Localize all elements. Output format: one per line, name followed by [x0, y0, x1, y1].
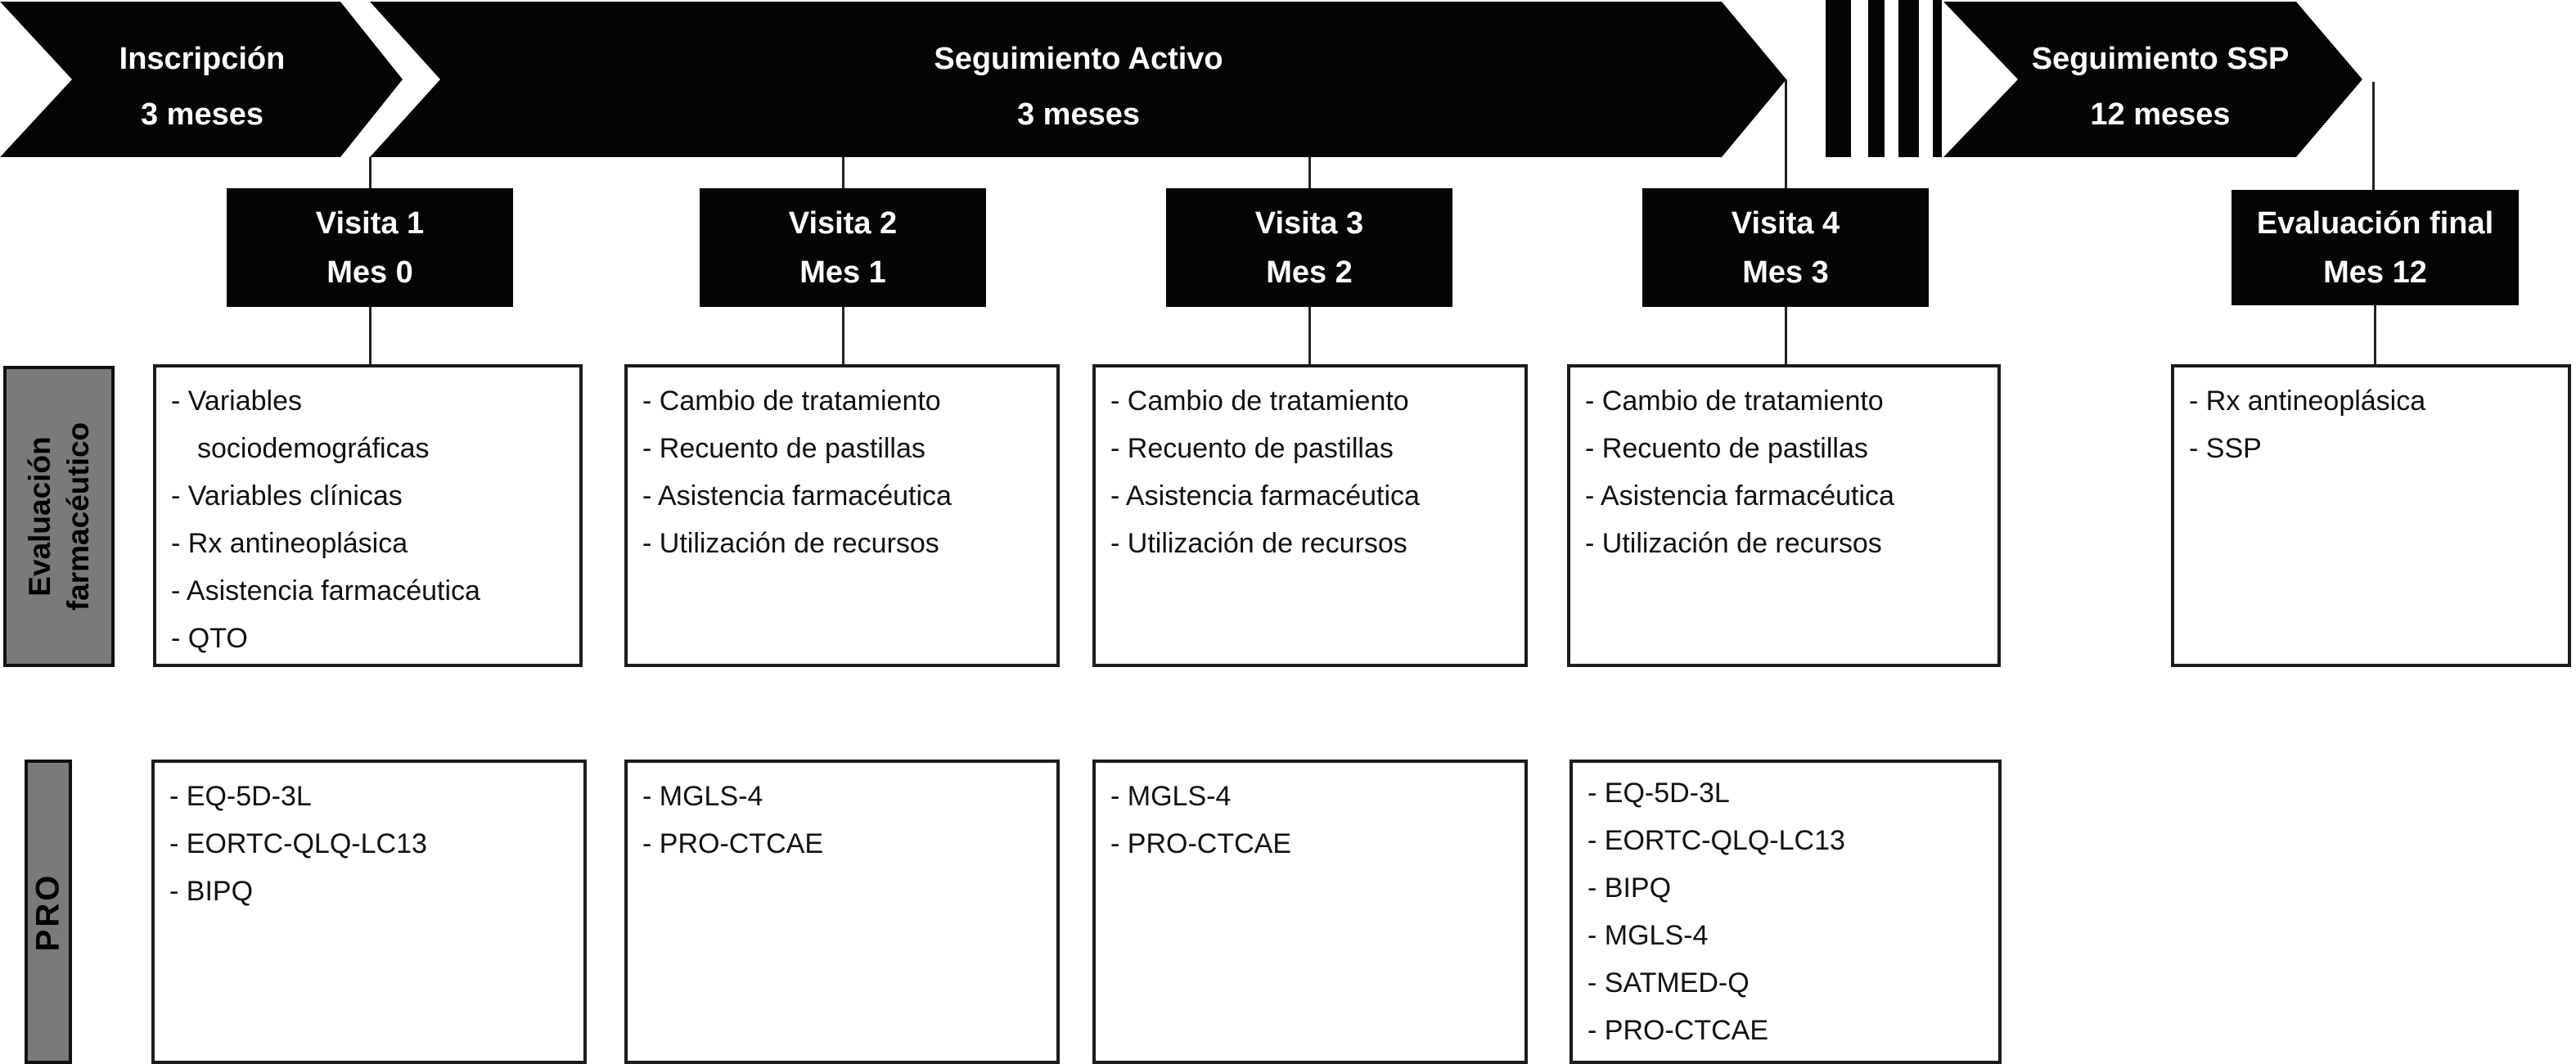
list-item: - Utilización de recursos — [642, 528, 939, 559]
list-item: - Utilización de recursos — [1585, 528, 1882, 559]
visit-label: Visita 2 — [788, 205, 898, 241]
visit-sublabel: Mes 3 — [1742, 255, 1829, 290]
visit-box-2: Visita 2 Mes 1 — [700, 188, 986, 307]
connector-line — [2372, 82, 2375, 190]
connector-line — [1785, 307, 1787, 364]
list-item: - Variables sociodemográficas — [171, 385, 430, 464]
phase-arrow-seguimiento-ssp — [1943, 2, 2362, 157]
list-item: - PRO-CTCAE — [1587, 1015, 1768, 1046]
row-label-evaluacion-farmaceutico: Evaluación farmacéutico — [3, 366, 115, 667]
connector-line — [2374, 305, 2376, 364]
phase-duration: 3 meses — [1017, 97, 1140, 132]
phase-arrow-inscripcion — [0, 2, 403, 157]
connector-line — [1308, 157, 1311, 188]
visit-label: Visita 3 — [1254, 205, 1364, 241]
list-item: - Utilización de recursos — [1110, 528, 1407, 559]
evaluation-box-visit-4: - Cambio de tratamiento - Recuento de pa… — [1567, 364, 2001, 667]
connector-line — [369, 307, 372, 364]
connector-line — [1308, 307, 1311, 364]
row-label-pro: PRO — [25, 760, 72, 1064]
list-item: - QTO — [171, 623, 248, 654]
list-item: - Recuento de pastillas — [1110, 433, 1394, 464]
visit-sublabel: Mes 2 — [1266, 255, 1353, 290]
visit-box-3: Visita 3 Mes 2 — [1166, 188, 1452, 307]
pro-box-visit-4: - EQ-5D-3L - EORTC-QLQ-LC13 - BIPQ - MGL… — [1569, 760, 2002, 1064]
evaluation-box-visit-3: - Cambio de tratamiento - Recuento de pa… — [1092, 364, 1528, 667]
phase-title: Seguimiento SSP — [2032, 42, 2290, 76]
phase-duration: 3 meses — [141, 97, 263, 132]
phase-title: Inscripción — [119, 42, 286, 76]
list-item: - Cambio de tratamiento — [642, 385, 941, 417]
list-item: - Recuento de pastillas — [642, 433, 925, 464]
visit-sublabel: Mes 1 — [799, 255, 886, 290]
list-item: - MGLS-4 — [1110, 781, 1232, 812]
pro-box-visit-3: - MGLS-4 - PRO-CTCAE — [1092, 760, 1528, 1064]
phase-duration: 12 meses — [2090, 97, 2230, 132]
list-item: - SATMED-Q — [1587, 967, 1750, 999]
visit-sublabel: Mes 12 — [2323, 255, 2427, 290]
list-item: - Rx antineoplásica — [171, 528, 408, 559]
connector-line — [842, 307, 844, 364]
list-item: - Variables clínicas — [171, 480, 403, 512]
list-item: - Asistencia farmacéutica — [1585, 480, 1894, 512]
list-item: - EORTC-QLQ-LC13 — [169, 828, 427, 859]
list-item: - SSP — [2189, 433, 2262, 464]
list-item: - PRO-CTCAE — [1110, 828, 1291, 859]
connector-line — [1785, 79, 1787, 188]
evaluation-box-visit-2: - Cambio de tratamiento - Recuento de pa… — [624, 364, 1060, 667]
list-item: - Rx antineoplásica — [2189, 385, 2426, 417]
list-item: - Cambio de tratamiento — [1585, 385, 1884, 417]
list-item: - Asistencia farmacéutica — [171, 575, 480, 606]
phase-title: Seguimiento Activo — [934, 42, 1223, 76]
list-item: - BIPQ — [1587, 872, 1672, 904]
visit-label: Visita 4 — [1731, 205, 1840, 241]
visit-box-final: Evaluación final Mes 12 — [2231, 190, 2519, 305]
evaluation-box-visit-1: - Variables sociodemográficas - Variable… — [153, 364, 583, 667]
timeline-arrows: Inscripción 3 meses Seguimiento Activo 3… — [0, 0, 2362, 157]
list-item: - MGLS-4 — [642, 781, 763, 812]
connector-line — [369, 157, 372, 188]
visit-label: Visita 1 — [315, 205, 425, 241]
evaluation-box-final: - Rx antineoplásica - SSP — [2171, 364, 2571, 667]
list-item: - BIPQ — [169, 876, 254, 907]
list-item: - EQ-5D-3L — [169, 781, 312, 812]
list-item: - EORTC-QLQ-LC13 — [1587, 825, 1845, 856]
visit-box-4: Visita 4 Mes 3 — [1642, 188, 1929, 307]
list-item: - EQ-5D-3L — [1587, 778, 1730, 809]
pro-box-visit-2: - MGLS-4 - PRO-CTCAE — [624, 760, 1060, 1064]
visit-sublabel: Mes 0 — [327, 255, 413, 290]
row-label-text: PRO — [29, 872, 66, 951]
list-item: - Recuento de pastillas — [1585, 433, 1868, 464]
visit-label: Evaluación final — [2256, 205, 2494, 241]
list-item: - Cambio de tratamiento — [1110, 385, 1409, 417]
list-item: - PRO-CTCAE — [642, 828, 823, 859]
pro-box-visit-1: - EQ-5D-3L - EORTC-QLQ-LC13 - BIPQ — [151, 760, 587, 1064]
list-item: - Asistencia farmacéutica — [642, 480, 952, 512]
visit-box-1: Visita 1 Mes 0 — [227, 188, 513, 307]
timeline-break-icon — [1826, 0, 1942, 157]
phase-arrow-seguimiento-activo — [370, 2, 1786, 157]
connector-line — [842, 157, 844, 188]
list-item: - Asistencia farmacéutica — [1110, 480, 1420, 512]
list-item: - MGLS-4 — [1587, 920, 1709, 951]
row-label-text: Evaluación farmacéutico — [23, 422, 95, 611]
